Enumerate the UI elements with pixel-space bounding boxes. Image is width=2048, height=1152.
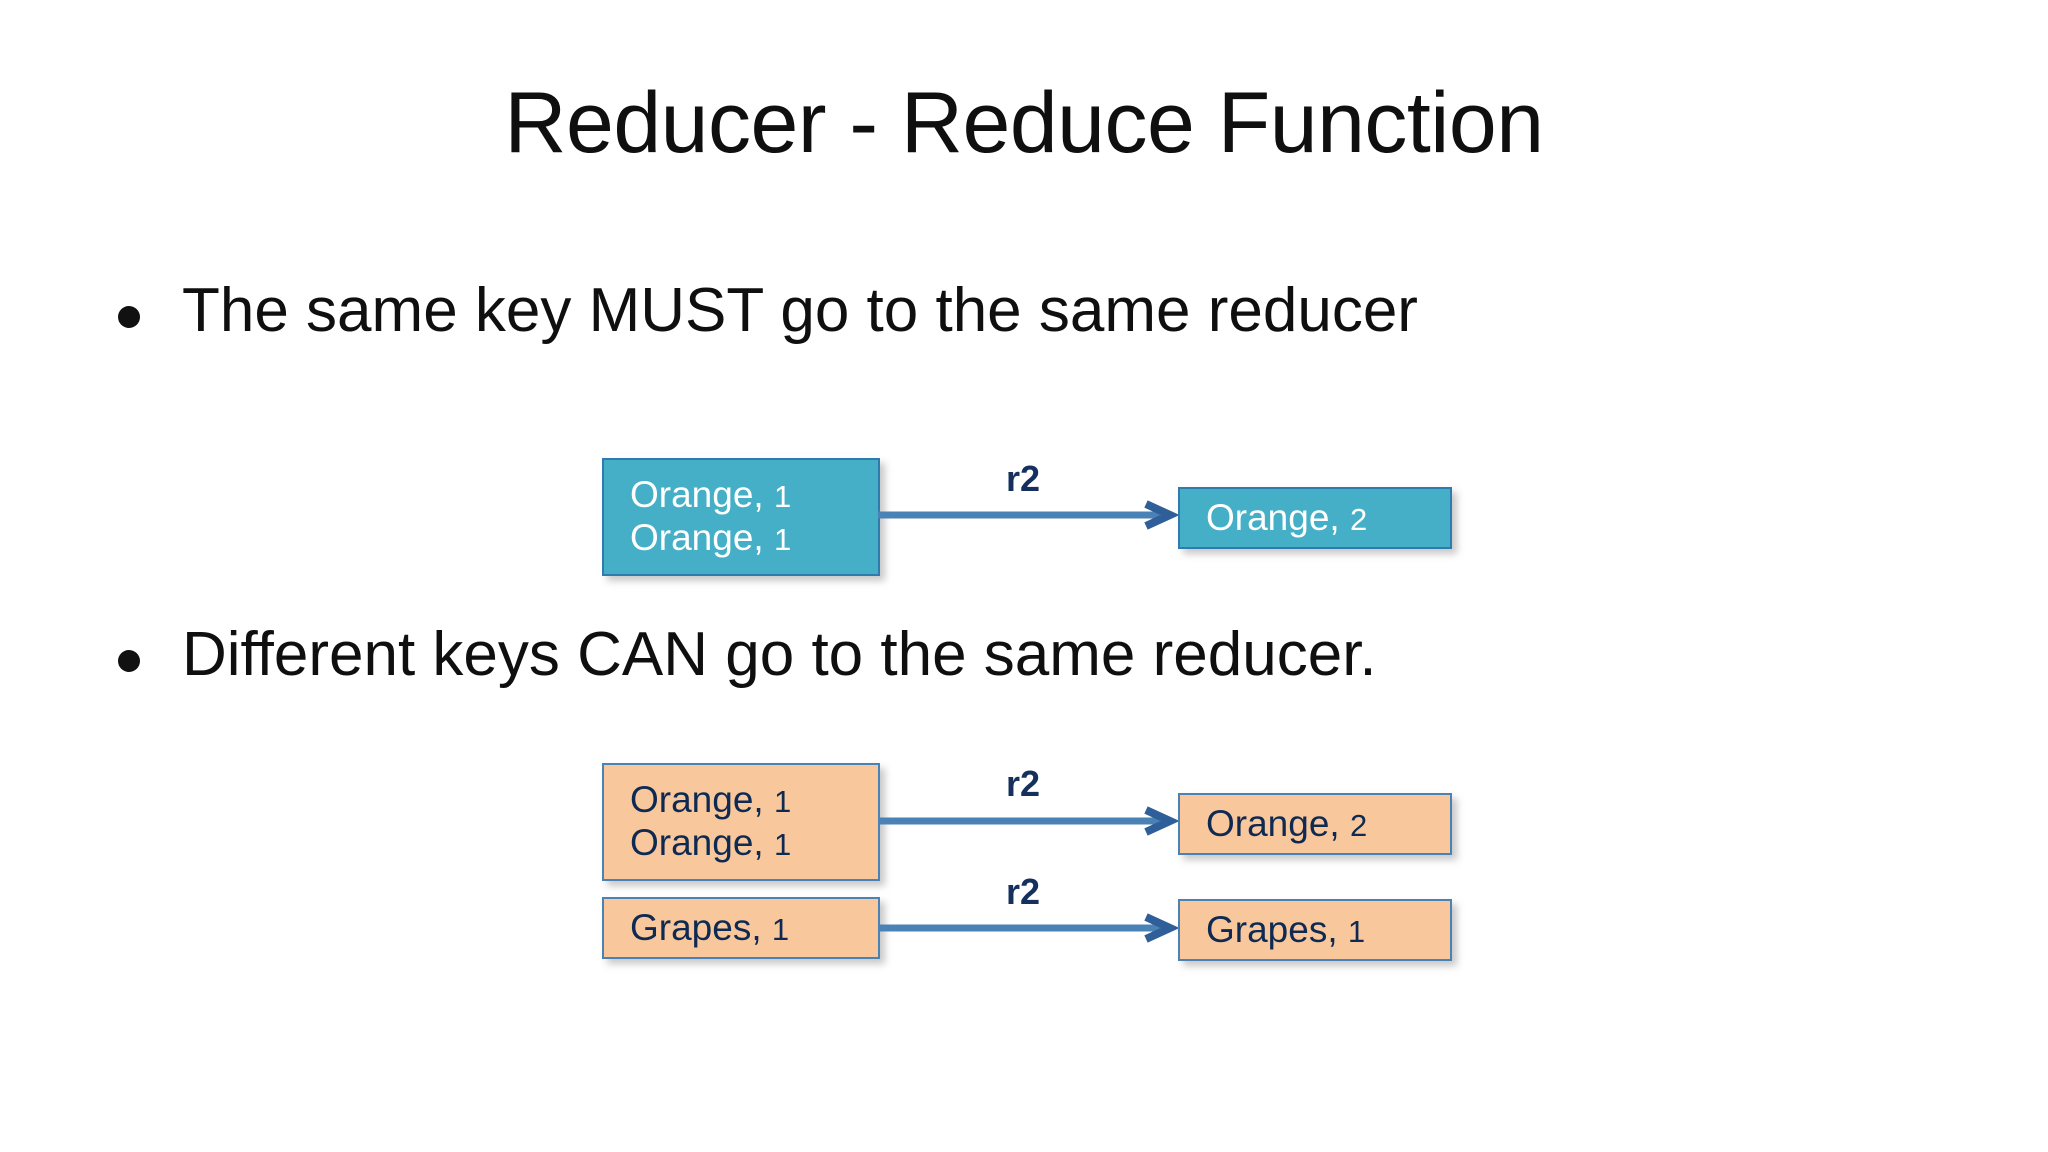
bullet-item-2: Different keys CAN go to the same reduce… [118,620,1377,689]
diagram2-output-1-line-1-count: 2 [1349,807,1368,843]
diagram2-arrow-2-label: r2 [1006,871,1041,912]
diagram2-output-box-2: Grapes, 1 [1178,899,1452,961]
diagram1-output-line-1-key: Orange, [1206,496,1340,538]
bullet-item-2-label: Different keys CAN go to the same reduce… [182,620,1377,689]
diagram1-arrow-1 [878,500,1180,530]
diagram1-output-line-1-count: 2 [1349,501,1368,537]
diagram1-input-box: Orange, 1 Orange, 1 [602,458,880,576]
bullet-dot-icon [118,650,140,672]
diagram2-output-box-1: Orange, 2 [1178,793,1452,855]
diagram2-arrow-1-label: r2 [1006,763,1041,804]
diagram1-input-line-2-key: Orange, [630,517,764,558]
diagram1-input-line-2: Orange, 1 [630,517,878,560]
diagram2-input-2-line-1: Grapes, 1 [630,907,878,950]
diagram2-input-1-line-1: Orange, 1 [630,779,878,822]
diagram1-input-line-2-count: 1 [773,522,792,557]
diagram2-input-2-line-1-key: Grapes, [630,906,762,948]
diagram2-input-1-line-1-key: Orange, [630,779,764,821]
bullet-item-1: The same key MUST go to the same reducer [118,276,1418,345]
diagram2-input-1-line-2: Orange, 1 [630,822,878,865]
diagram1-output-line-1: Orange, 2 [1206,497,1450,540]
bullet-item-1-label: The same key MUST go to the same reducer [182,276,1418,345]
diagram2-input-1-line-2-key: Orange, [630,822,764,863]
diagram2-input-2-line-1-count: 1 [771,911,790,947]
diagram1-input-line-1-key: Orange, [630,474,764,516]
diagram2-input-box-1: Orange, 1 Orange, 1 [602,763,880,881]
bullet-dot-icon [118,306,140,328]
diagram2-arrow-1 [878,806,1180,836]
diagram2-output-2-line-1: Grapes, 1 [1206,909,1450,952]
diagram1-arrow-1-label: r2 [1006,458,1041,499]
diagram2-output-1-line-1: Orange, 2 [1206,803,1450,846]
diagram2-input-box-2: Grapes, 1 [602,897,880,959]
diagram2-output-2-line-1-key: Grapes, [1206,908,1338,950]
diagram2-input-1-line-2-count: 1 [773,827,792,862]
page-title: Reducer - Reduce Function [504,75,1544,171]
diagram1-output-box: Orange, 2 [1178,487,1452,549]
diagram2-input-1-line-1-count: 1 [773,784,792,820]
diagram2-output-2-line-1-count: 1 [1347,913,1366,949]
diagram1-input-line-1-count: 1 [773,479,792,515]
diagram2-output-1-line-1-key: Orange, [1206,802,1340,844]
diagram2-arrow-2 [878,913,1180,943]
diagram1-input-line-1: Orange, 1 [630,474,878,517]
